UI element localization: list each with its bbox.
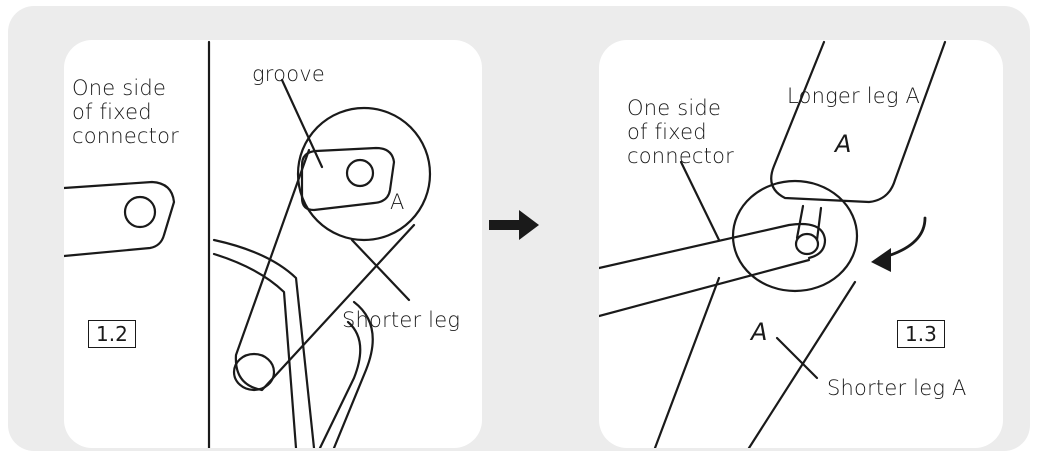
connector-leader — [679, 160, 721, 242]
longer-leg-mark: A — [835, 130, 852, 158]
arrow-right-icon — [489, 210, 539, 240]
step-1-2-drawing — [64, 40, 432, 448]
frame-tube — [212, 238, 316, 448]
shorter-leg-right-edge — [747, 280, 857, 448]
shorter-leg-body — [234, 148, 416, 392]
frame-tube-inner — [212, 252, 298, 448]
groove-pin-hole — [345, 158, 375, 188]
fixed-connector-hole — [123, 195, 157, 229]
shorter-leg-leader — [775, 336, 819, 380]
connector-label: One side of fixed connector — [72, 76, 179, 148]
longer-leg-body — [770, 40, 947, 204]
fixed-connector-lower — [599, 258, 811, 318]
groove-end — [300, 146, 396, 212]
groove-leader — [280, 78, 324, 169]
shorter-leg-end — [232, 352, 276, 392]
step-number-badge: 1.3 — [897, 320, 945, 348]
step-1-3-panel: One side of fixed connector Longer leg A… — [599, 40, 1003, 448]
shorter-leg-mark: A — [751, 318, 768, 346]
joint-disk — [731, 179, 859, 293]
longer-leg-pin — [795, 204, 823, 242]
step-1-2-panel: One side of fixed connector groove A Sho… — [64, 40, 482, 448]
step-number-badge: 1.2 — [88, 320, 136, 348]
step-1-3-drawing — [599, 40, 947, 448]
longer-leg-label: Longer leg A — [787, 84, 921, 108]
fixed-connector-plate — [64, 180, 176, 258]
illustration-frame: One side of fixed connector groove A Sho… — [8, 6, 1030, 451]
connector-pin — [794, 232, 820, 256]
connector-label: One side of fixed connector — [627, 96, 734, 168]
groove-label: groove — [252, 62, 326, 86]
shorter-leg-leader — [350, 238, 411, 302]
frame-tube-right — [332, 300, 374, 448]
rotation-arrowhead — [871, 248, 891, 272]
shorter-leg-label: Shorter leg A — [827, 376, 967, 400]
joint-circle — [296, 106, 432, 242]
fixed-connector-upper — [599, 222, 827, 270]
shorter-leg-label: Shorter leg — [342, 308, 461, 332]
frame-tube-right-inner — [318, 320, 362, 448]
shorter-leg-left-edge — [653, 276, 721, 448]
leg-mark-label: A — [390, 190, 405, 214]
